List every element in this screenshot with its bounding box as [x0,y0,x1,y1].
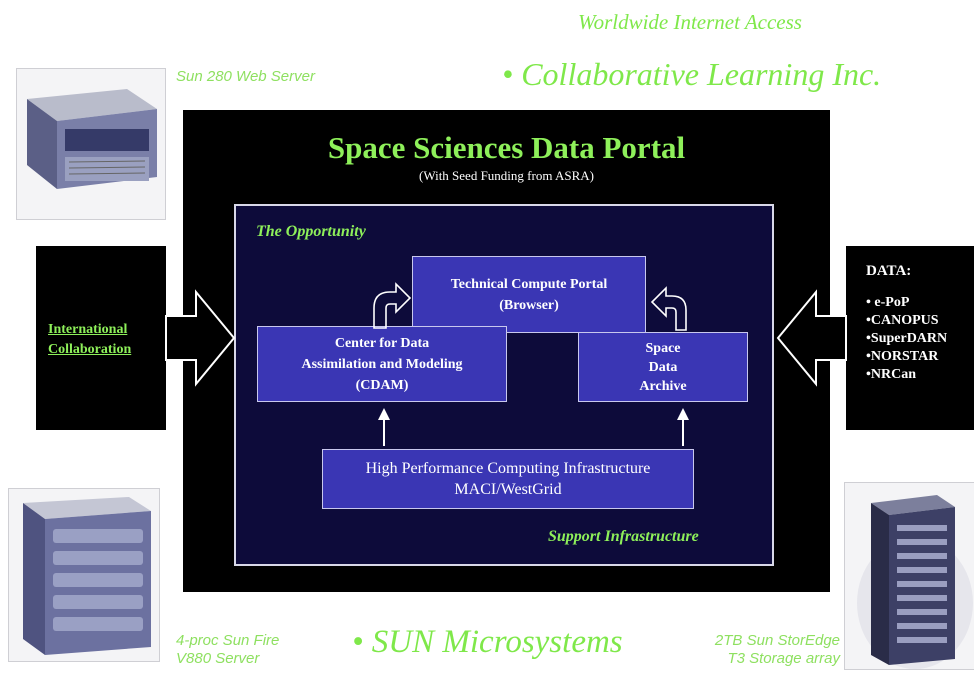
portal-title: Space Sciences Data Portal [327,130,686,165]
sunfire-label-line-2: V880 Server [176,650,260,667]
web-server-photo [16,68,166,220]
sda-line-2: Data [648,359,678,375]
technical-compute-portal-box: Technical Compute Portal (Browser) [412,256,646,333]
storedge-label-line-2: T3 Storage array [727,650,840,667]
tagline: Worldwide Internet Access [578,10,802,34]
cdam-line-3: (CDAM) [355,377,409,393]
international-collaboration-box: International Collaboration [36,246,166,430]
hpc-infrastructure-box: High Performance Computing Infrastructur… [322,449,694,509]
tcp-line-1: Technical Compute Portal [450,276,608,292]
sunfire-label-line-1: 4-proc Sun Fire [176,632,280,649]
cdam-line-2: Assimilation and Modeling [301,356,463,372]
data-source-item: •NRCan [866,367,917,382]
portal-subtitle: (With Seed Funding from ASRA) [419,168,594,183]
sun-microsystems-brand: • SUN Microsystems [352,624,623,660]
sunfire-server-label: 4-proc Sun Fire V880 Server [176,632,279,668]
data-title: DATA: [866,263,912,279]
cdam-line-1: Center for Data [334,335,430,351]
sda-line-1: Space [645,340,681,356]
data-source-item: •SuperDARN [866,331,948,346]
hpc-line-2: MACI/WestGrid [454,481,562,498]
storedge-label-line-1: 2TB Sun StorEdge [714,632,840,649]
company-name: • Collaborative Learning Inc. [502,56,882,92]
cdam-box: Center for Data Assimilation and Modelin… [257,326,507,402]
data-source-list: • e-PoP •CANOPUS •SuperDARN •NORSTAR •NR… [866,294,947,384]
support-infrastructure-label: Support Infrastructure [548,528,699,545]
data-source-item: •NORSTAR [866,349,939,364]
data-source-item: •CANOPUS [866,313,939,328]
data-sources-box: DATA: • e-PoP •CANOPUS •SuperDARN •NORST… [846,246,974,430]
data-source-item: • e-PoP [866,295,910,310]
sda-line-3: Archive [639,378,687,394]
hpc-line-1: High Performance Computing Infrastructur… [365,460,651,477]
opportunity-label: The Opportunity [256,223,366,240]
opportunity-box: The Opportunity Technical Compute Portal… [234,204,774,566]
tcp-line-2: (Browser) [499,297,559,313]
international-collaboration-link[interactable]: International Collaboration [48,320,131,360]
portal-panel: Space Sciences Data Portal (With Seed Fu… [183,110,830,592]
sunfire-server-photo [8,488,160,662]
storedge-array-photo [844,482,974,670]
web-server-label: Sun 280 Web Server [176,68,315,85]
storedge-array-label: 2TB Sun StorEdge T3 Storage array [700,632,840,668]
intl-line-1: International [48,322,128,337]
intl-line-2: Collaboration [48,342,132,357]
space-data-archive-box: Space Data Archive [578,332,748,402]
